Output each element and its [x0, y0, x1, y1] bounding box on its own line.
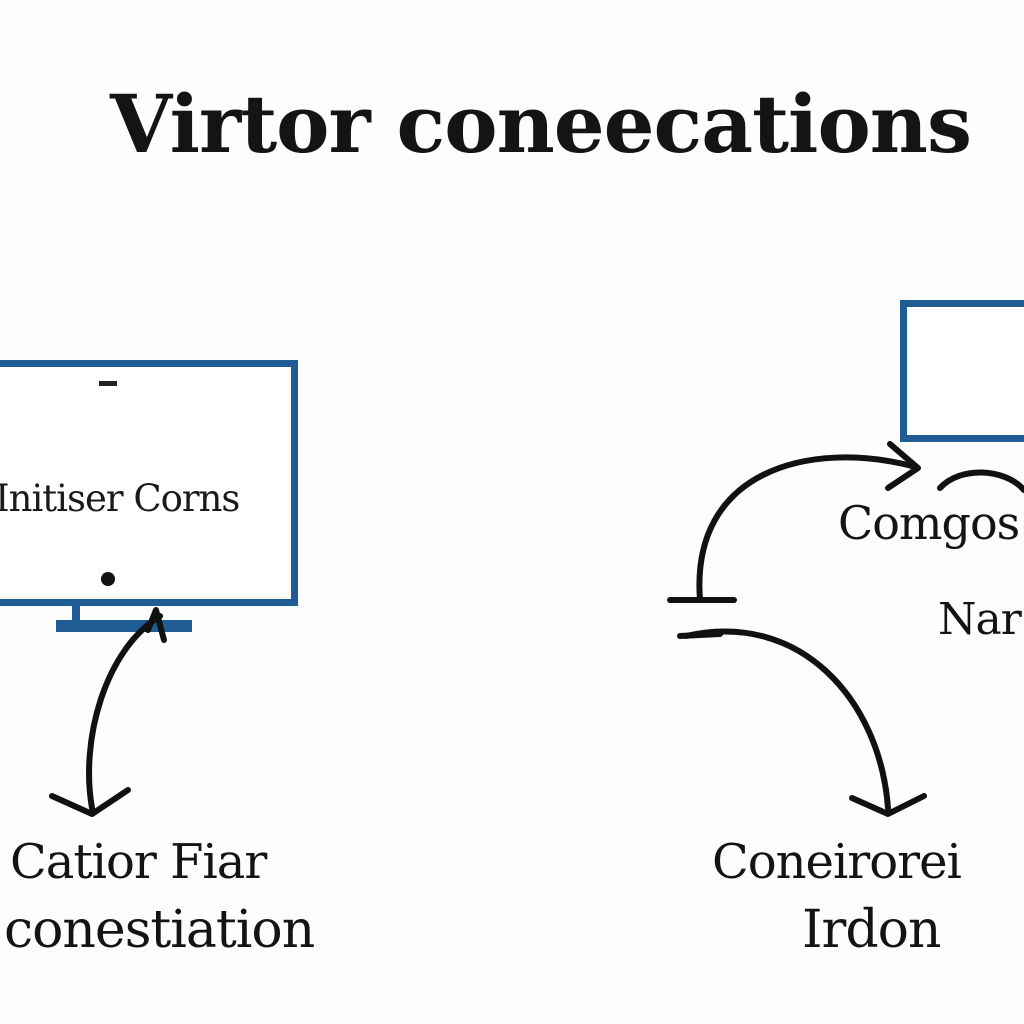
- monitor-stand-base: [56, 620, 192, 632]
- right-label-top: Comgos: [838, 496, 1020, 550]
- diagram-title: Virtor coneecations: [110, 77, 972, 171]
- bottom-right-label-line2: Irdon: [802, 900, 941, 960]
- right-small-arc: [937, 469, 1024, 493]
- bottom-left-label-line1: Catior Fiar: [10, 834, 267, 890]
- right-lower-arc-arrow: [683, 628, 891, 811]
- right-lower-arrowhead: [849, 793, 927, 817]
- bottom-left-label-line2: conestiation: [4, 900, 315, 960]
- left-monitor-icon: Initiser Corns: [0, 360, 298, 606]
- bottom-right-label-line1: Coneirorei: [712, 834, 962, 890]
- left-monitor-screen-text: Initiser Corns: [0, 477, 240, 520]
- left-curve-arrow: [86, 613, 163, 811]
- right-monitor-icon: [900, 300, 1024, 442]
- right-top-arrowhead: [885, 441, 921, 491]
- left-arrowhead-bottom: [49, 787, 131, 817]
- monitor-power-dot: [101, 572, 115, 586]
- monitor-camera-mark: [99, 381, 117, 386]
- monitor-stand-neck: [72, 604, 80, 622]
- right-label-mid: Nar: [938, 594, 1022, 645]
- right-bar-lower: [677, 631, 723, 639]
